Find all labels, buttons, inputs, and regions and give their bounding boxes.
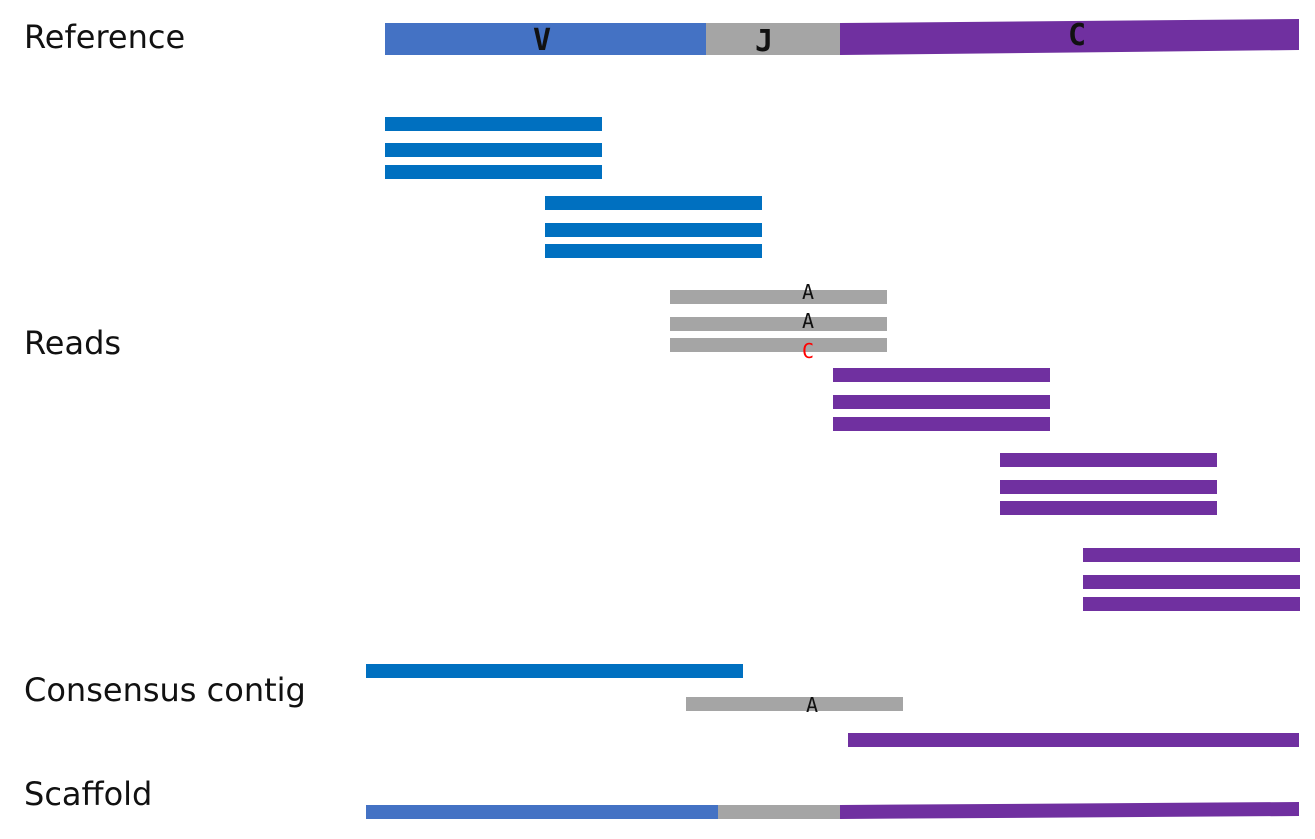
read-c-9 (1083, 597, 1300, 611)
reference-v-segment (385, 23, 707, 55)
reference-label: Reference (24, 18, 186, 56)
read-v-5 (545, 223, 762, 237)
consensus-contig-j (686, 697, 903, 711)
read-c-4 (1000, 453, 1217, 467)
read-j-2 (670, 317, 887, 331)
read-c-3 (833, 417, 1050, 431)
j-segment-label: J (754, 24, 774, 59)
scaffold-v-segment (366, 805, 719, 819)
read-c-5 (1000, 480, 1217, 494)
read-c-7 (1083, 548, 1300, 562)
read-c-8 (1083, 575, 1300, 589)
consensus-contig-label: Consensus contig (24, 671, 306, 709)
read-j-1-base: A (801, 280, 815, 304)
read-v-1 (385, 117, 602, 131)
read-v-4 (545, 196, 762, 210)
read-j-3-mismatch-base: C (801, 339, 815, 363)
consensus-contig-j-base: A (805, 693, 819, 717)
scaffold-j-segment (718, 805, 841, 819)
read-c-2 (833, 395, 1050, 409)
v-segment-label: V (532, 23, 552, 58)
read-j-1 (670, 290, 887, 304)
consensus-contig-c (848, 733, 1299, 747)
read-v-2 (385, 143, 602, 157)
reference-j-segment (706, 23, 841, 55)
c-segment-label: C (1067, 18, 1087, 53)
read-v-3 (385, 165, 602, 179)
read-c-1 (833, 368, 1050, 382)
consensus-contig-v (366, 664, 743, 678)
read-j-3 (670, 338, 887, 352)
reads-label: Reads (24, 324, 122, 362)
scaffold-label: Scaffold (24, 775, 153, 813)
read-j-2-base: A (801, 309, 815, 333)
read-c-6 (1000, 501, 1217, 515)
read-v-6 (545, 244, 762, 258)
